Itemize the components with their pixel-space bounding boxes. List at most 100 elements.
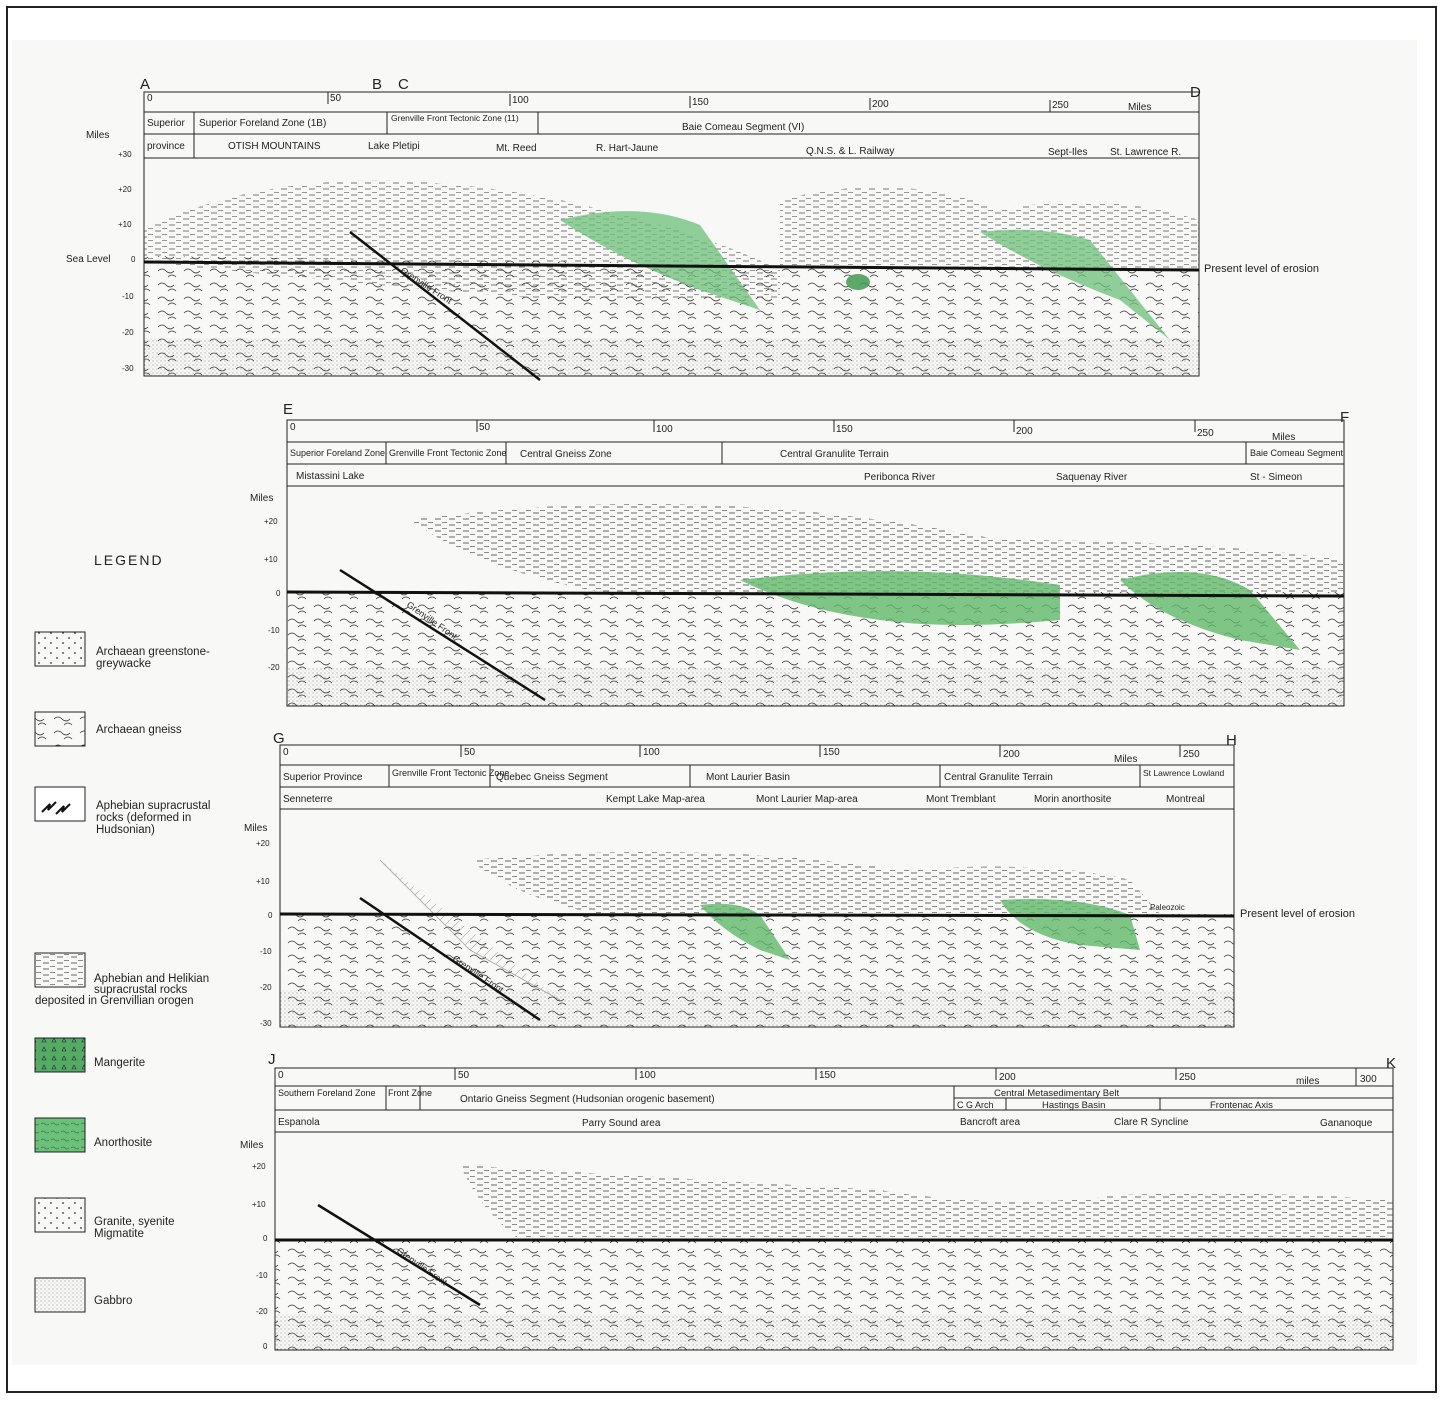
svg-text:Anorthosite: Anorthosite (94, 1137, 152, 1149)
svg-text:150: 150 (823, 747, 840, 758)
svg-text:Peribonca River: Peribonca River (864, 472, 936, 483)
scale-tick: 50 (330, 93, 342, 104)
svg-text:200: 200 (999, 1072, 1016, 1083)
zone-label: province (147, 141, 185, 152)
svg-text:Central Gneiss Zone: Central Gneiss Zone (520, 449, 612, 460)
svg-text:+20: +20 (118, 185, 132, 194)
svg-text:Hudsonian): Hudsonian) (96, 824, 155, 836)
svg-text:Aphebian and Helikian: Aphebian and Helikian (94, 973, 209, 985)
svg-text:Central Granulite Terrain: Central Granulite Terrain (944, 772, 1053, 783)
scale-tick: 250 (1052, 100, 1069, 111)
section-ad: A B C D 0 50 100 150 200 250 Miles Super… (66, 76, 1319, 381)
svg-text:+10: +10 (252, 1200, 266, 1209)
svg-text:0: 0 (278, 1070, 284, 1081)
svg-text:+30: +30 (118, 150, 132, 159)
svg-text:-20: -20 (256, 1307, 268, 1316)
svg-text:Senneterre: Senneterre (283, 794, 333, 805)
svg-text:Baie Comeau Segment: Baie Comeau Segment (1250, 448, 1344, 458)
svg-text:-30: -30 (260, 1019, 272, 1028)
svg-text:+20: +20 (252, 1162, 266, 1171)
legend: LEGEND Archaean greenstone- greywacke Ar… (34, 552, 210, 1313)
svg-text:Granite, syenite: Granite, syenite (94, 1216, 175, 1228)
scale-bar (143, 91, 1200, 113)
svg-text:Central Granulite Terrain: Central Granulite Terrain (780, 449, 889, 460)
svg-text:Gabbro: Gabbro (94, 1295, 132, 1307)
svg-text:250: 250 (1179, 1072, 1196, 1083)
svg-text:Mont Laurier Map-area: Mont Laurier Map-area (756, 794, 858, 805)
svg-text:50: 50 (464, 747, 476, 758)
svg-text:supracrustal rocks: supracrustal rocks (94, 984, 188, 996)
svg-text:250: 250 (1183, 749, 1200, 760)
svg-text:Southern Foreland Zone: Southern Foreland Zone (278, 1088, 376, 1098)
svg-text:50: 50 (479, 422, 491, 433)
legend-swatch-mangerite (34, 1037, 86, 1073)
svg-text:Archaean gneiss: Archaean gneiss (96, 724, 182, 736)
svg-text:Espanola: Espanola (278, 1117, 320, 1128)
letter-b: B (372, 76, 382, 93)
svg-text:Hastings Basin: Hastings Basin (1042, 1100, 1105, 1111)
svg-text:-10: -10 (122, 292, 134, 301)
svg-text:Archaean greenstone-: Archaean greenstone- (96, 646, 210, 658)
svg-text:Kempt Lake Map-area: Kempt Lake Map-area (606, 794, 705, 805)
svg-text:0: 0 (276, 589, 281, 598)
svg-text:Superior Province: Superior Province (283, 772, 363, 783)
scale-tick: 150 (692, 97, 709, 108)
legend-swatch-gneiss (34, 711, 86, 747)
svg-text:Grenville Front Tectonic Zone: Grenville Front Tectonic Zone (392, 768, 509, 778)
svg-text:+20: +20 (264, 517, 278, 526)
section-gh: G H 0 50 100 150 200 250 Miles Superior … (244, 730, 1355, 1028)
zone-label: Superior (147, 118, 185, 129)
svg-text:greywacke: greywacke (96, 658, 151, 670)
svg-text:Present level of erosion: Present level of erosion (1240, 908, 1355, 920)
legend-swatch-greenstone (34, 631, 86, 667)
svg-text:0: 0 (263, 1234, 268, 1243)
locality: Mt. Reed (496, 143, 537, 154)
svg-text:+10: +10 (256, 877, 270, 886)
legend-swatch-anorthosite (34, 1117, 86, 1153)
svg-text:Miles: Miles (1114, 754, 1137, 765)
svg-text:Mont Tremblant: Mont Tremblant (926, 794, 996, 805)
letter-g: G (273, 730, 285, 747)
svg-text:Miles: Miles (240, 1140, 263, 1151)
svg-text:Front Zone: Front Zone (388, 1088, 432, 1098)
svg-text:Mangerite: Mangerite (94, 1057, 145, 1069)
svg-text:Gananoque: Gananoque (1320, 1118, 1373, 1129)
svg-text:+10: +10 (264, 555, 278, 564)
svg-text:-10: -10 (260, 947, 272, 956)
svg-text:+20: +20 (256, 839, 270, 848)
legend-title: LEGEND (94, 552, 164, 568)
scale-tick: 100 (512, 95, 529, 106)
svg-text:0: 0 (283, 747, 289, 758)
svg-text:Clare R Syncline: Clare R Syncline (1114, 1117, 1189, 1128)
scale-unit: Miles (1128, 102, 1151, 113)
scale-tick: 0 (147, 93, 153, 104)
locality: Q.N.S. & L. Railway (806, 146, 894, 157)
svg-text:Morin anorthosite: Morin anorthosite (1034, 794, 1112, 805)
svg-text:-20: -20 (260, 983, 272, 992)
svg-text:Saquenay River: Saquenay River (1056, 472, 1128, 483)
letter-c: C (398, 76, 409, 93)
paleozoic-label: Paleozoic (1150, 903, 1185, 912)
legend-swatch-aphebian-helikian (34, 952, 86, 988)
legend-swatch-gabbro (34, 1277, 86, 1313)
svg-text:0: 0 (290, 422, 296, 433)
svg-text:-10: -10 (268, 626, 280, 635)
svg-text:Frontenac Axis: Frontenac Axis (1210, 1100, 1273, 1111)
svg-text:Quebec Gneiss Segment: Quebec Gneiss Segment (496, 772, 608, 783)
svg-text:miles: miles (1296, 1076, 1319, 1087)
svg-text:Miles: Miles (1272, 432, 1295, 443)
svg-text:50: 50 (458, 1070, 470, 1081)
letter-a: A (140, 76, 150, 93)
svg-text:150: 150 (819, 1070, 836, 1081)
svg-text:deposited in Grenvillian oroge: deposited in Grenvillian orogen (35, 995, 194, 1007)
locality: Sept-Iles (1048, 147, 1087, 158)
svg-text:Central Metasedimentary Belt: Central Metasedimentary Belt (994, 1088, 1119, 1099)
svg-text:150: 150 (836, 424, 853, 435)
section-ef: E F 0 50 100 150 200 250 Miles Superior … (250, 401, 1349, 707)
svg-text:St Lawrence Lowland: St Lawrence Lowland (1143, 768, 1225, 778)
erosion-level-line (143, 260, 1200, 272)
svg-text:200: 200 (1016, 426, 1033, 437)
locality: OTISH MOUNTAINS (228, 141, 321, 152)
svg-text:Miles: Miles (250, 493, 273, 504)
